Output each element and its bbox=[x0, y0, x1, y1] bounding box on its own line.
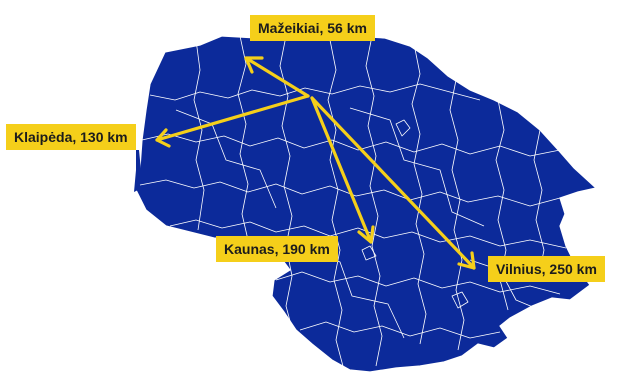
arrow-to-vilnius bbox=[310, 96, 476, 270]
label-klaipeda: Klaipėda, 130 km bbox=[6, 124, 136, 150]
coastal-spit bbox=[134, 150, 141, 192]
label-mazeikiai: Mažeikiai, 56 km bbox=[250, 15, 375, 41]
country-shape bbox=[135, 35, 598, 373]
label-vilnius: Vilnius, 250 km bbox=[488, 256, 605, 282]
arrow-to-klaipeda bbox=[155, 94, 310, 148]
label-kaunas: Kaunas, 190 km bbox=[216, 236, 338, 262]
arrow-to-mazeikiai bbox=[244, 56, 310, 98]
route-arrows bbox=[155, 56, 476, 270]
municipality-borders bbox=[139, 36, 567, 371]
arrow-to-kaunas bbox=[310, 96, 375, 244]
